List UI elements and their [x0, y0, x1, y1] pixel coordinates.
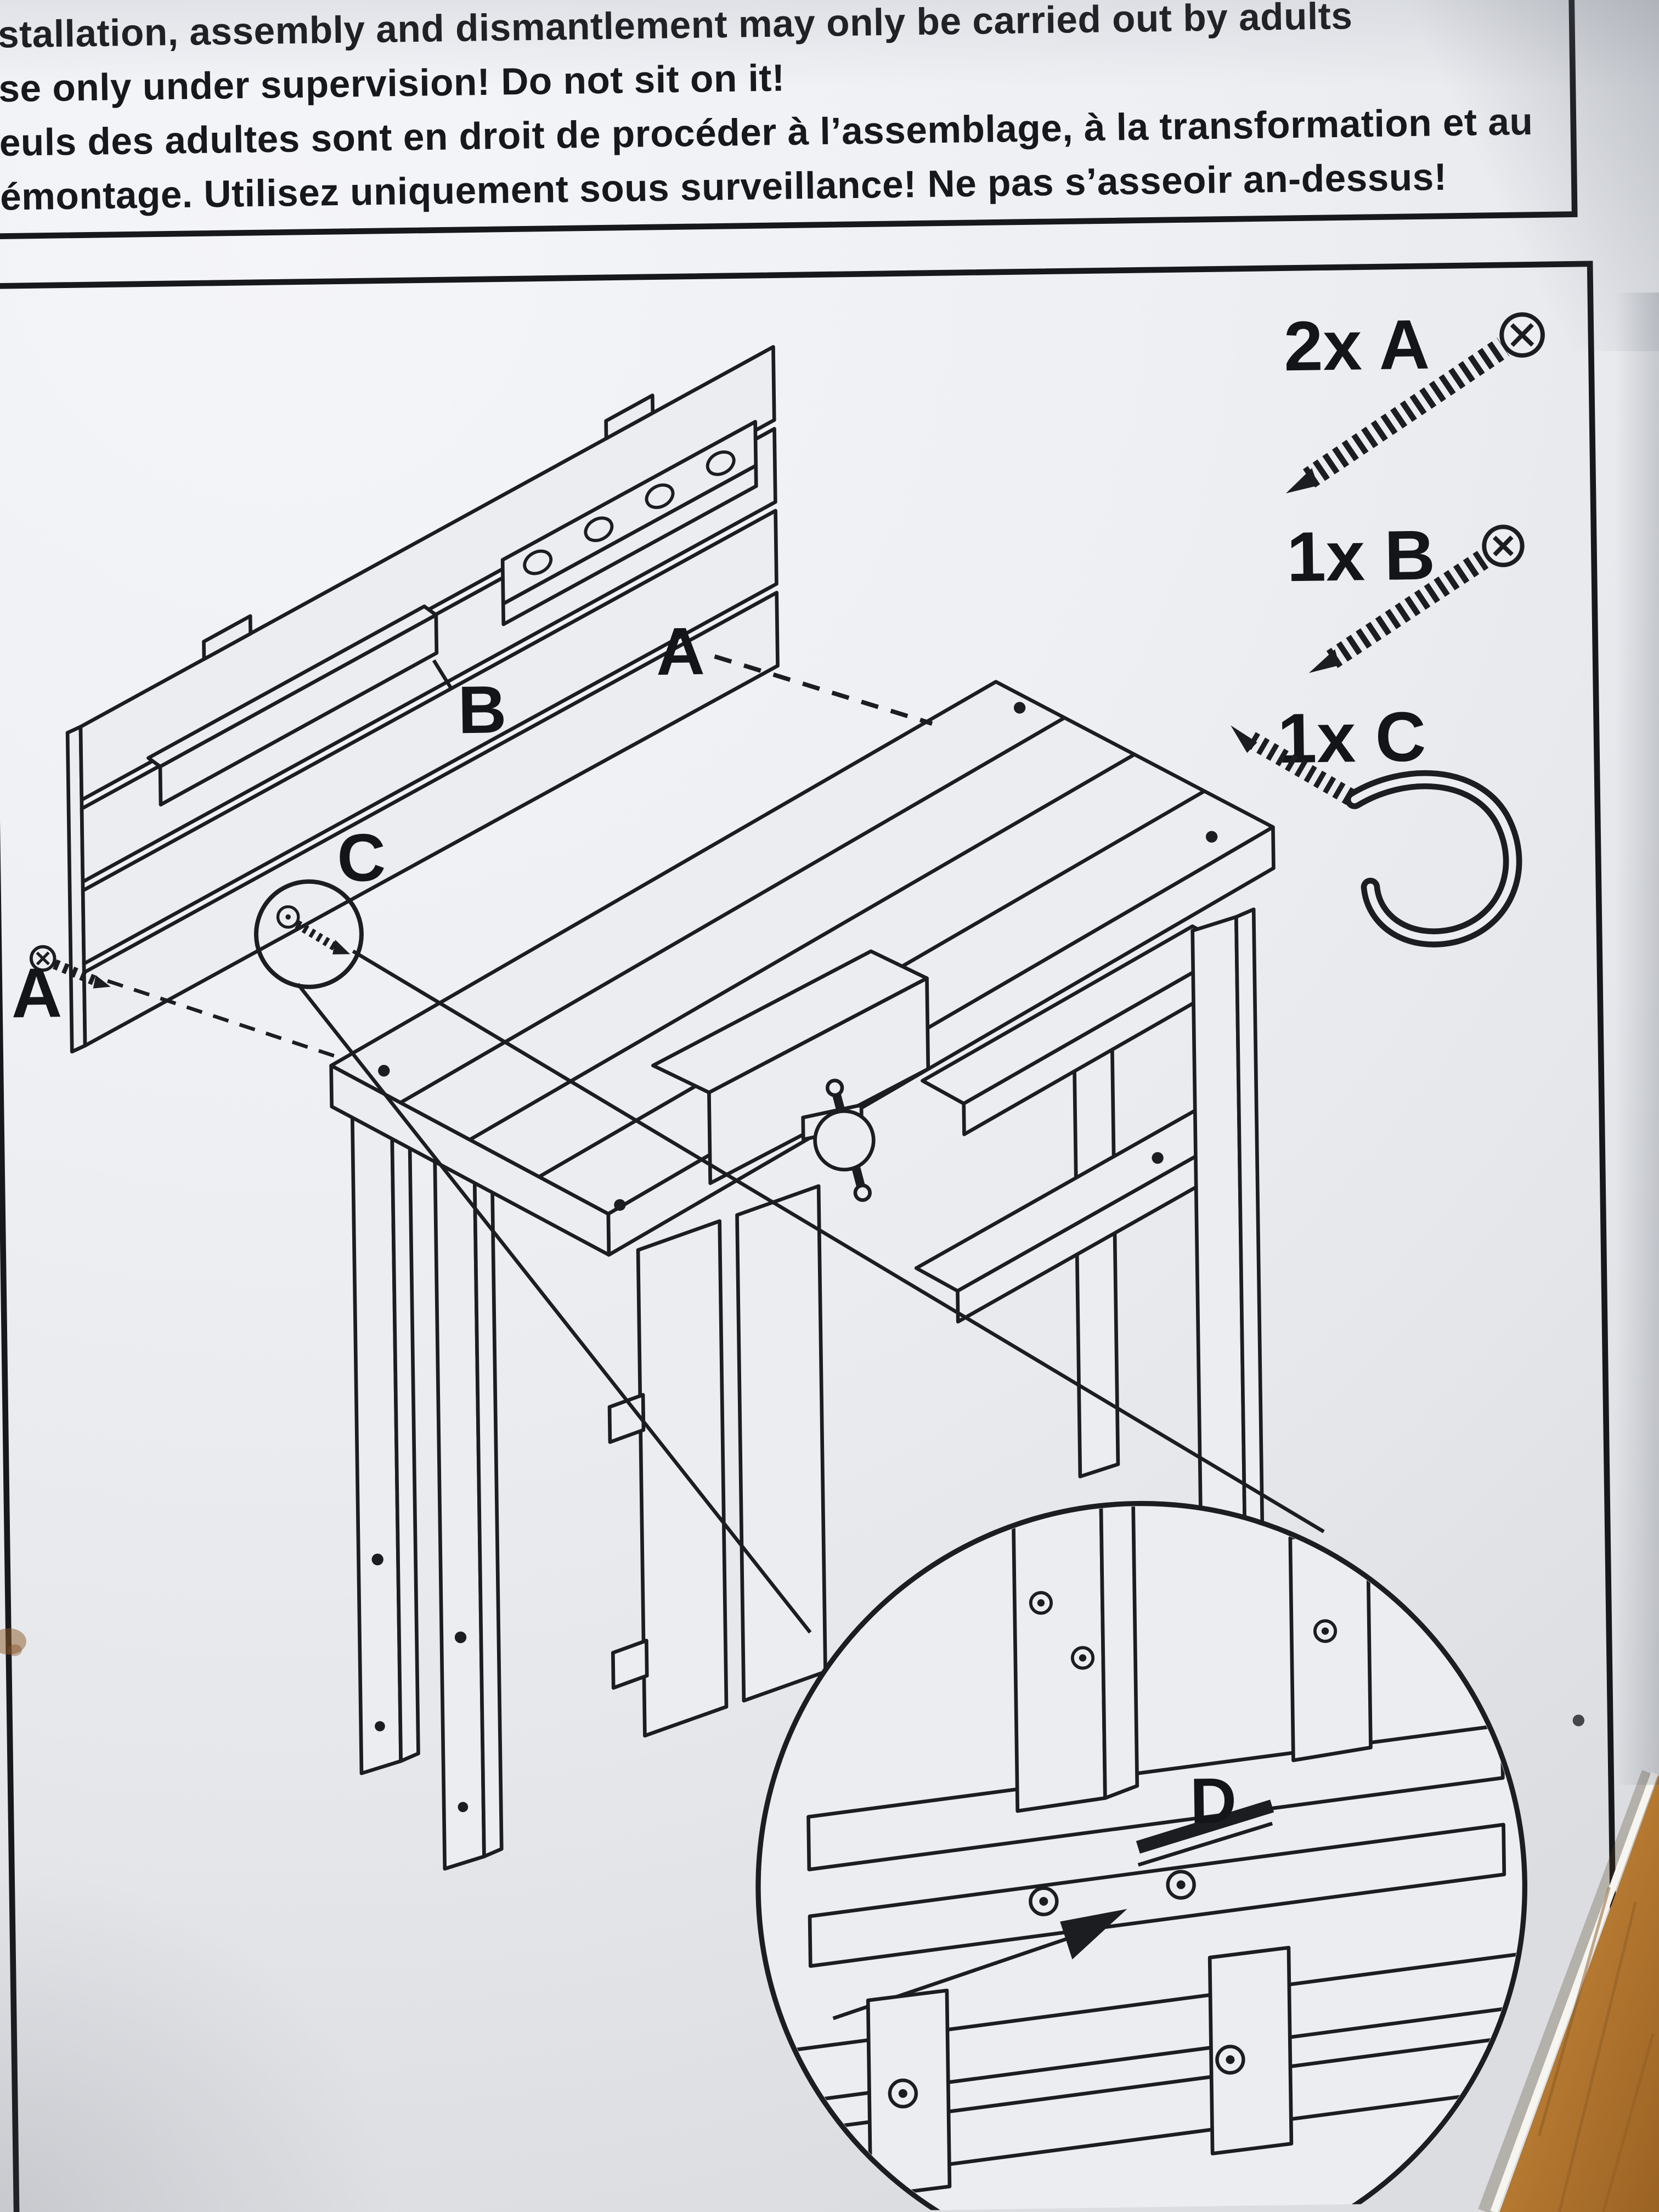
- hardware-qty-b: 1x B: [1286, 516, 1436, 597]
- hook-screw-icon: [1231, 725, 1522, 947]
- panel-tab: [604, 393, 655, 441]
- vise-knob: [813, 1109, 876, 1172]
- label-a-top: A: [656, 613, 705, 689]
- panel-tab: [202, 614, 252, 661]
- wood-screw-long-icon: [1285, 312, 1545, 494]
- hardware-item-a: 2x A: [1283, 306, 1545, 494]
- magnifier-leader-right: [352, 949, 1325, 1533]
- cleat: [607, 1393, 646, 1444]
- hardware-item-c: 1x C: [1231, 697, 1522, 947]
- detail-view: [757, 1501, 1527, 2198]
- direction-arrow: [1060, 1909, 1127, 1960]
- hardware-legend: 2x A 1x B: [1231, 306, 1545, 947]
- label-c: C: [336, 820, 386, 895]
- label-d: D: [1189, 1764, 1237, 1837]
- paper-stain: [0, 1628, 26, 1655]
- wood-screw-icon: [1308, 524, 1525, 673]
- screw-a-small-icon: [29, 945, 111, 989]
- hardware-qty-a: 2x A: [1283, 306, 1430, 386]
- assembly-leaders: [29, 654, 1325, 1634]
- bracket-d: [1136, 1799, 1274, 1854]
- vise: [651, 949, 930, 1202]
- ledge-rail: [146, 604, 439, 806]
- hardware-item-b: 1x B: [1286, 516, 1525, 673]
- callout-circle-c: [253, 879, 364, 989]
- label-b: B: [458, 672, 507, 747]
- magnifier-leader-left: [296, 983, 812, 1634]
- holes-rail: [500, 420, 758, 627]
- label-a-left: A: [10, 953, 62, 1032]
- cleat: [611, 1639, 649, 1690]
- paper-speck: [1572, 1714, 1584, 1726]
